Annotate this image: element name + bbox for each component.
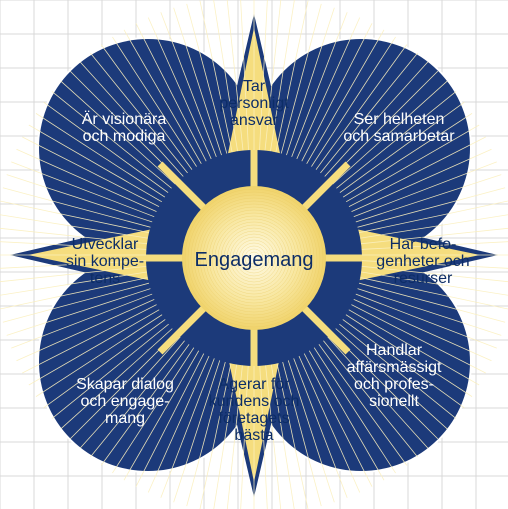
- center-ring: [232, 236, 276, 280]
- center-label: Engagemang: [194, 249, 314, 271]
- center-ring: [208, 212, 300, 304]
- point-left-label: Utvecklar sin kompe- tens: [65, 236, 145, 287]
- center-ring: [235, 239, 273, 277]
- center-ring: [202, 206, 306, 310]
- quadrant-top-right-label: Ser helheten och samarbetar: [343, 111, 455, 145]
- point-bottom-label: Agerar för kundens och företagets bästa: [208, 376, 300, 444]
- spoke-nw: [157, 161, 209, 213]
- center-ring: [229, 233, 279, 283]
- point-right-label: Har befo- genheter och resurser: [376, 236, 470, 287]
- center-ring: [220, 224, 288, 292]
- spoke-se: [299, 303, 351, 355]
- center-ring: [193, 197, 315, 319]
- center-ring: [244, 248, 264, 268]
- center-ring: [199, 203, 309, 313]
- center-ring: [247, 251, 261, 265]
- center-ring: [196, 200, 312, 316]
- spoke-ne: [299, 161, 351, 213]
- center-ring: [223, 227, 285, 289]
- center-ring: [190, 194, 318, 322]
- center-ring: [187, 191, 321, 325]
- center-ring: [241, 245, 267, 271]
- center-ring: [205, 209, 303, 307]
- center-ring: [214, 218, 294, 298]
- point-top-label: Tar personligt ansvar: [219, 78, 289, 129]
- center-ring: [184, 188, 324, 328]
- center-ring: [217, 221, 291, 295]
- quadrant-bottom-right-label: Handlar affärsmässigt och profes- sionel…: [346, 342, 442, 410]
- spokes: [146, 150, 362, 366]
- center-ring: [211, 215, 297, 301]
- center-ring: [238, 242, 270, 274]
- quadrant-bottom-left-label: Skapar dialog och engage- mang: [76, 376, 174, 427]
- center-rings: [184, 188, 324, 328]
- center-ring: [226, 230, 282, 286]
- spoke-sw: [157, 303, 209, 355]
- quadrant-top-left-label: Är visionära och modiga: [81, 111, 167, 145]
